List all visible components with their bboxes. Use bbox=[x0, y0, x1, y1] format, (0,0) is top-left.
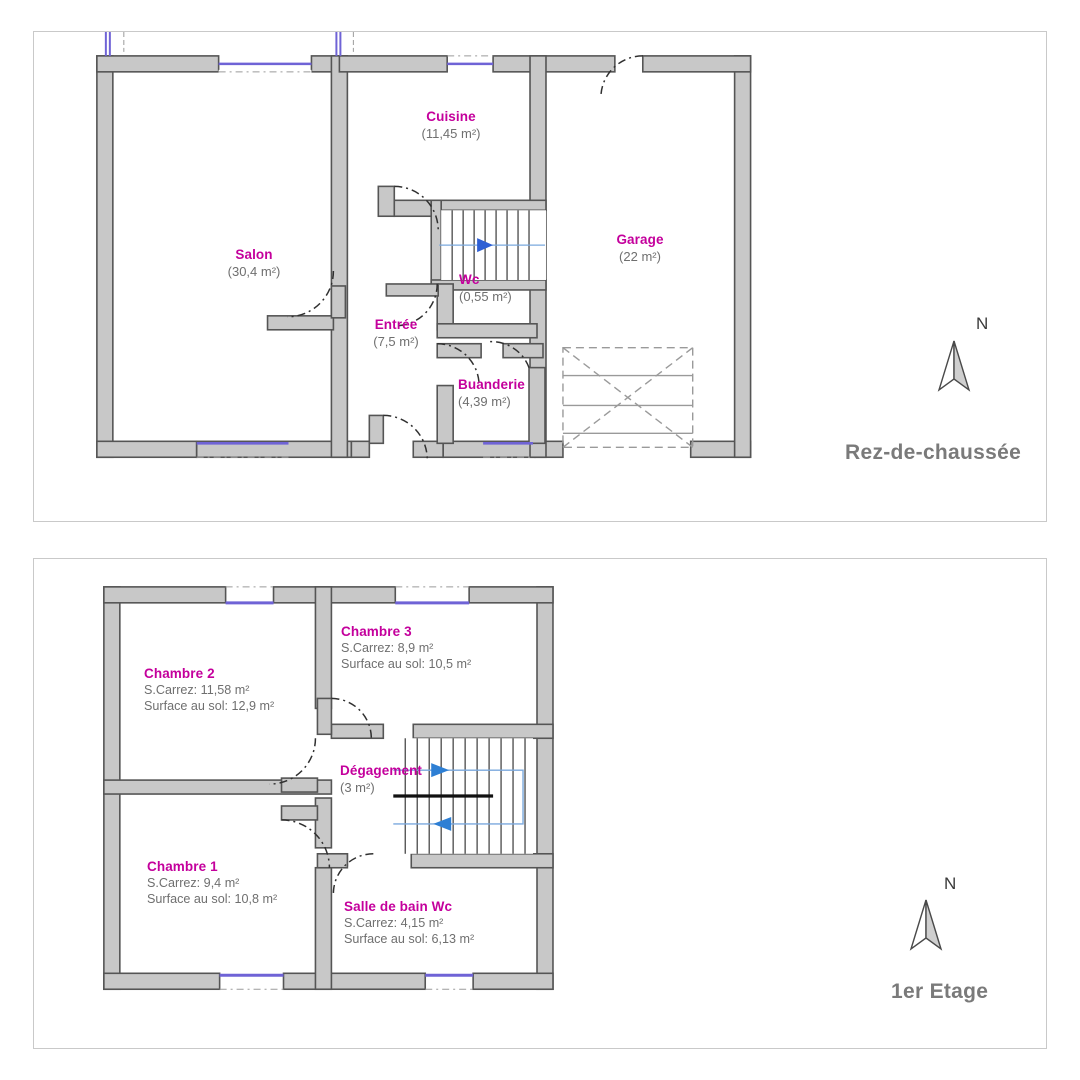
first-floor-staircase bbox=[393, 738, 534, 854]
stair-direction-arrow-icon bbox=[477, 238, 494, 253]
first-floor-panel: Chambre 2 S.Carrez: 11,58 m² Surface au … bbox=[33, 558, 1047, 1049]
north-arrow-icon-first bbox=[909, 899, 943, 951]
first-floor-windows bbox=[219, 586, 474, 990]
floor-title-ground: Rez-de-chaussée bbox=[845, 441, 1022, 464]
ground-floor-doors bbox=[287, 55, 643, 460]
ground-floor-panel: Salon (30,4 m²) Cuisine (11,45 m²) Garag… bbox=[33, 31, 1047, 522]
stair-direction-arrow-down-icon bbox=[433, 816, 452, 831]
first-floor-drawing bbox=[103, 586, 554, 991]
ground-floor-walls bbox=[96, 55, 752, 459]
first-floor-walls bbox=[103, 586, 554, 991]
floor-title-first: 1er Etage bbox=[891, 980, 989, 1003]
ground-floor-staircase bbox=[439, 210, 546, 280]
garage-door-symbol bbox=[562, 347, 694, 448]
stair-direction-arrow-up-icon bbox=[431, 763, 450, 778]
compass-north-label: N bbox=[976, 314, 989, 333]
first-floor-doors bbox=[269, 697, 374, 894]
ground-floor-windows bbox=[104, 32, 534, 458]
north-arrow-icon bbox=[937, 340, 971, 392]
ground-floor-drawing bbox=[96, 32, 752, 460]
compass-north-label-first: N bbox=[944, 874, 957, 893]
